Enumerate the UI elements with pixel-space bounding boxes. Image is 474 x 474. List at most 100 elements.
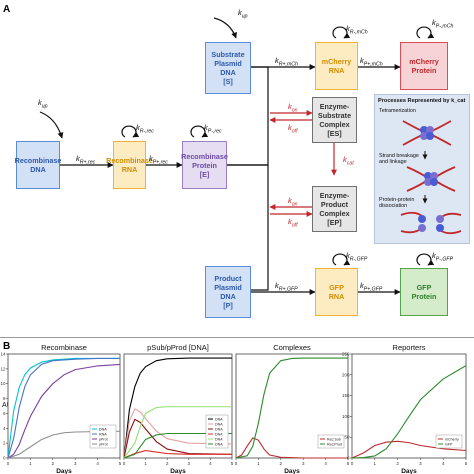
chart-title: Reporters xyxy=(393,343,426,352)
y-tick-label: 100 xyxy=(342,414,350,419)
legend xyxy=(205,414,229,449)
degradation-loop-mch-protein xyxy=(416,26,435,39)
degradation-loop-gfp-protein xyxy=(416,253,435,266)
legend-label: DNA xyxy=(215,437,223,441)
legend xyxy=(89,424,117,449)
rate-rec-rna-degradation: kR-,rec xyxy=(136,123,154,135)
legend-label: pProt xyxy=(99,437,108,441)
x-tick-label: 1 xyxy=(29,461,32,466)
node-recombinase-protein[interactable]: Recombinase Protein [E] xyxy=(181,141,228,189)
series-line xyxy=(7,357,120,459)
node-substrate-dna[interactable]: Substrate Plasmid DNA [S] xyxy=(205,42,251,94)
rate-kon-es: kon xyxy=(288,102,298,114)
series-line xyxy=(235,437,348,459)
x-tick-label: 5 xyxy=(119,461,122,466)
y-tick-label: 12 xyxy=(0,366,6,371)
node-recombinase-rna[interactable]: Recombinase RNA xyxy=(106,141,153,189)
x-tick-label: 0 xyxy=(351,461,354,466)
node-gfp-protein[interactable]: GFP Protein xyxy=(400,268,448,316)
x-axis-label: Days xyxy=(401,468,417,474)
node-recombinase-dna[interactable]: Recombinase DNA xyxy=(15,141,61,189)
legend xyxy=(317,434,345,449)
series-line xyxy=(351,365,467,459)
chart-title: Complexes xyxy=(273,343,311,352)
node-es-complex[interactable]: Enzyme- Substrate Complex [ES] xyxy=(312,97,357,143)
x-tick-label: 0 xyxy=(7,461,10,466)
rate-kcat: kcat xyxy=(343,155,354,167)
x-tick-label: 4 xyxy=(442,461,445,466)
rate-gfp-transcription: kR+,GFP xyxy=(275,281,298,293)
legend-label: DNA xyxy=(215,417,223,421)
degradation-loop-rec-protein xyxy=(190,125,209,138)
kcat-processes-inset: Processes Represented by k_cat Tetrameri… xyxy=(374,94,470,244)
x-tick-label: 3 xyxy=(74,461,77,466)
rate-mch-transcription: kR+,mCh xyxy=(275,56,298,68)
x-tick-label: 5 xyxy=(347,461,350,466)
legend-label: DNA xyxy=(215,442,223,446)
inset-illustration xyxy=(400,120,462,235)
rate-kon-ep: kon xyxy=(288,196,298,208)
node-mcherry-protein[interactable]: mCherry Protein xyxy=(400,42,448,90)
rate-gfp-rna-degradation: kR-,GFP xyxy=(346,251,368,263)
degradation-loop-gfp-rna xyxy=(332,253,351,266)
rate-koff-es: koff xyxy=(288,123,298,135)
y-tick-label: 250 xyxy=(342,352,350,357)
panel-b-letter: B xyxy=(3,341,11,352)
legend-label: DNA xyxy=(215,432,223,436)
panel-b-ylabel: AU xyxy=(2,402,12,409)
rate-koff-ep: koff xyxy=(288,217,298,229)
x-tick-label: 5 xyxy=(231,461,234,466)
series-line xyxy=(351,440,467,459)
rate-rec-protein-degradation: kP-,rec xyxy=(204,123,222,135)
x-tick-label: 4 xyxy=(324,461,327,466)
legend-label: mCherry xyxy=(445,437,459,441)
x-tick-label: 4 xyxy=(96,461,99,466)
node-product-dna[interactable]: Product Plasmid DNA [P] xyxy=(205,266,251,318)
series-line xyxy=(235,357,348,459)
legend-label: Rec:Prod xyxy=(327,442,342,446)
chart-title: Recombinase xyxy=(41,343,87,352)
legend-label: DNA xyxy=(215,427,223,431)
series-line xyxy=(123,406,232,459)
x-tick-label: 0 xyxy=(123,461,126,466)
inset-step-tetramerization: Tetramerization xyxy=(379,108,416,114)
inset-step-strand-breakage: Strand breakage and linkage xyxy=(379,153,419,165)
x-axis-label: Days xyxy=(170,468,186,474)
legend-label: pProt xyxy=(99,442,108,446)
degradation-loop-rec-rna xyxy=(121,125,140,138)
x-tick-label: 3 xyxy=(302,461,305,466)
y-tick-label: 0 xyxy=(3,456,6,461)
uptake-arrow-2 xyxy=(213,17,237,39)
x-axis-label: Days xyxy=(284,468,300,474)
x-tick-label: 1 xyxy=(257,461,260,466)
y-tick-label: 150 xyxy=(342,393,350,398)
tetramer-cartoon-1 xyxy=(402,120,452,146)
rate-mch-rna-degradation: kR-,mCh xyxy=(346,24,368,36)
x-tick-label: 1 xyxy=(144,461,147,466)
x-tick-label: 2 xyxy=(396,461,399,466)
node-gfp-rna[interactable]: GFP RNA xyxy=(315,268,358,316)
legend-label: Rec:Sub xyxy=(327,437,341,441)
inset-step-dissociation: Protein-protein dissociation xyxy=(379,197,415,209)
series-line xyxy=(123,408,233,459)
y-tick-label: 0 xyxy=(347,456,350,461)
y-tick-label: 2 xyxy=(3,441,6,446)
y-tick-label: 50 xyxy=(344,435,350,440)
x-tick-label: 3 xyxy=(188,461,191,466)
x-tick-label: 2 xyxy=(166,461,169,466)
node-mcherry-rna[interactable]: mCherry RNA xyxy=(315,42,358,90)
rate-mch-translation: kP+,mCh xyxy=(360,56,383,68)
y-tick-label: 6 xyxy=(3,411,6,416)
rate-kup-2: kup xyxy=(238,8,248,20)
legend-label: GFP xyxy=(445,442,453,446)
rate-rec-transcription: kR+,rec xyxy=(76,154,96,166)
uptake-arrow-1 xyxy=(39,111,64,139)
rate-mch-protein-degradation: kP-,mCh xyxy=(432,18,454,30)
node-ep-complex[interactable]: Enzyme- Product Complex [EP] xyxy=(312,186,357,232)
rate-gfp-protein-degradation: kP-,GFP xyxy=(432,251,454,263)
x-axis-label: Days xyxy=(56,468,72,474)
